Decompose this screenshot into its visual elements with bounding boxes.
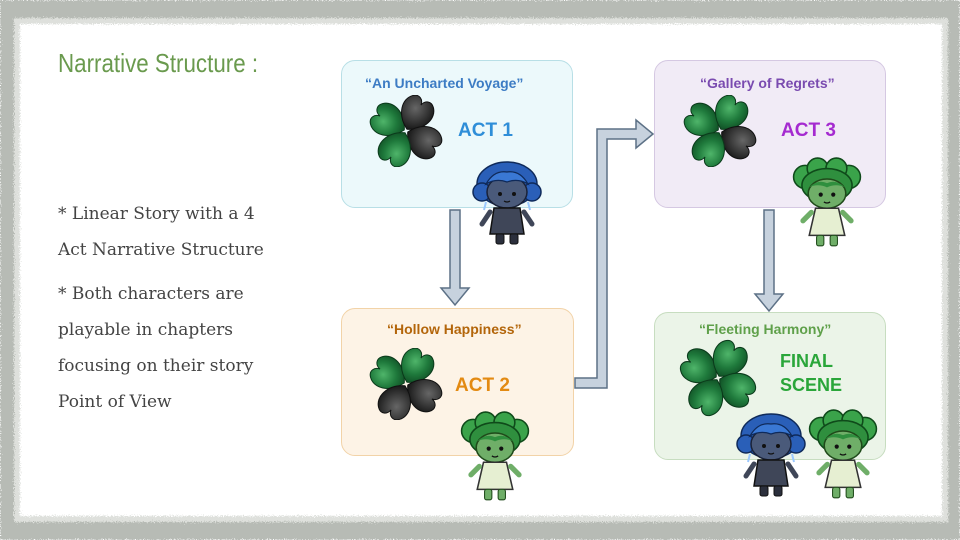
act-3-label: ACT 3	[781, 120, 836, 141]
green-haired-character	[458, 410, 532, 504]
final-scene-title: “Fleeting Harmony”	[699, 321, 832, 337]
clover-icon	[680, 95, 760, 167]
final-scene-label-line2: SCENE	[780, 375, 843, 395]
clover-icon	[366, 95, 446, 167]
slide-title: Narrative Structure :	[58, 48, 259, 78]
act-2-title: “Hollow Happiness”	[387, 321, 522, 337]
act-1-label: ACT 1	[458, 120, 513, 141]
blue-haired-character	[736, 410, 806, 500]
act-2-label: ACT 2	[455, 375, 510, 396]
bullet-list: * Linear Story with a 4 Act Narrative St…	[58, 196, 288, 428]
final-scene-label-line1: FINAL	[780, 351, 833, 371]
act-1-title: “An Uncharted Voyage”	[365, 75, 524, 91]
blue-haired-character	[472, 158, 542, 248]
bullet-playable-characters: * Both characters are playable in chapte…	[58, 284, 254, 412]
green-haired-character	[806, 408, 880, 502]
arrow-act3-to-final	[753, 209, 785, 313]
arrow-act2-to-act3	[574, 118, 655, 389]
act-3-title: “Gallery of Regrets”	[700, 75, 835, 91]
green-haired-character	[790, 156, 864, 250]
bullet-linear-story: * Linear Story with a 4 Act Narrative St…	[58, 204, 264, 260]
clover-icon	[366, 348, 446, 420]
clover-icon	[676, 338, 760, 418]
arrow-act1-to-act2	[439, 209, 471, 307]
